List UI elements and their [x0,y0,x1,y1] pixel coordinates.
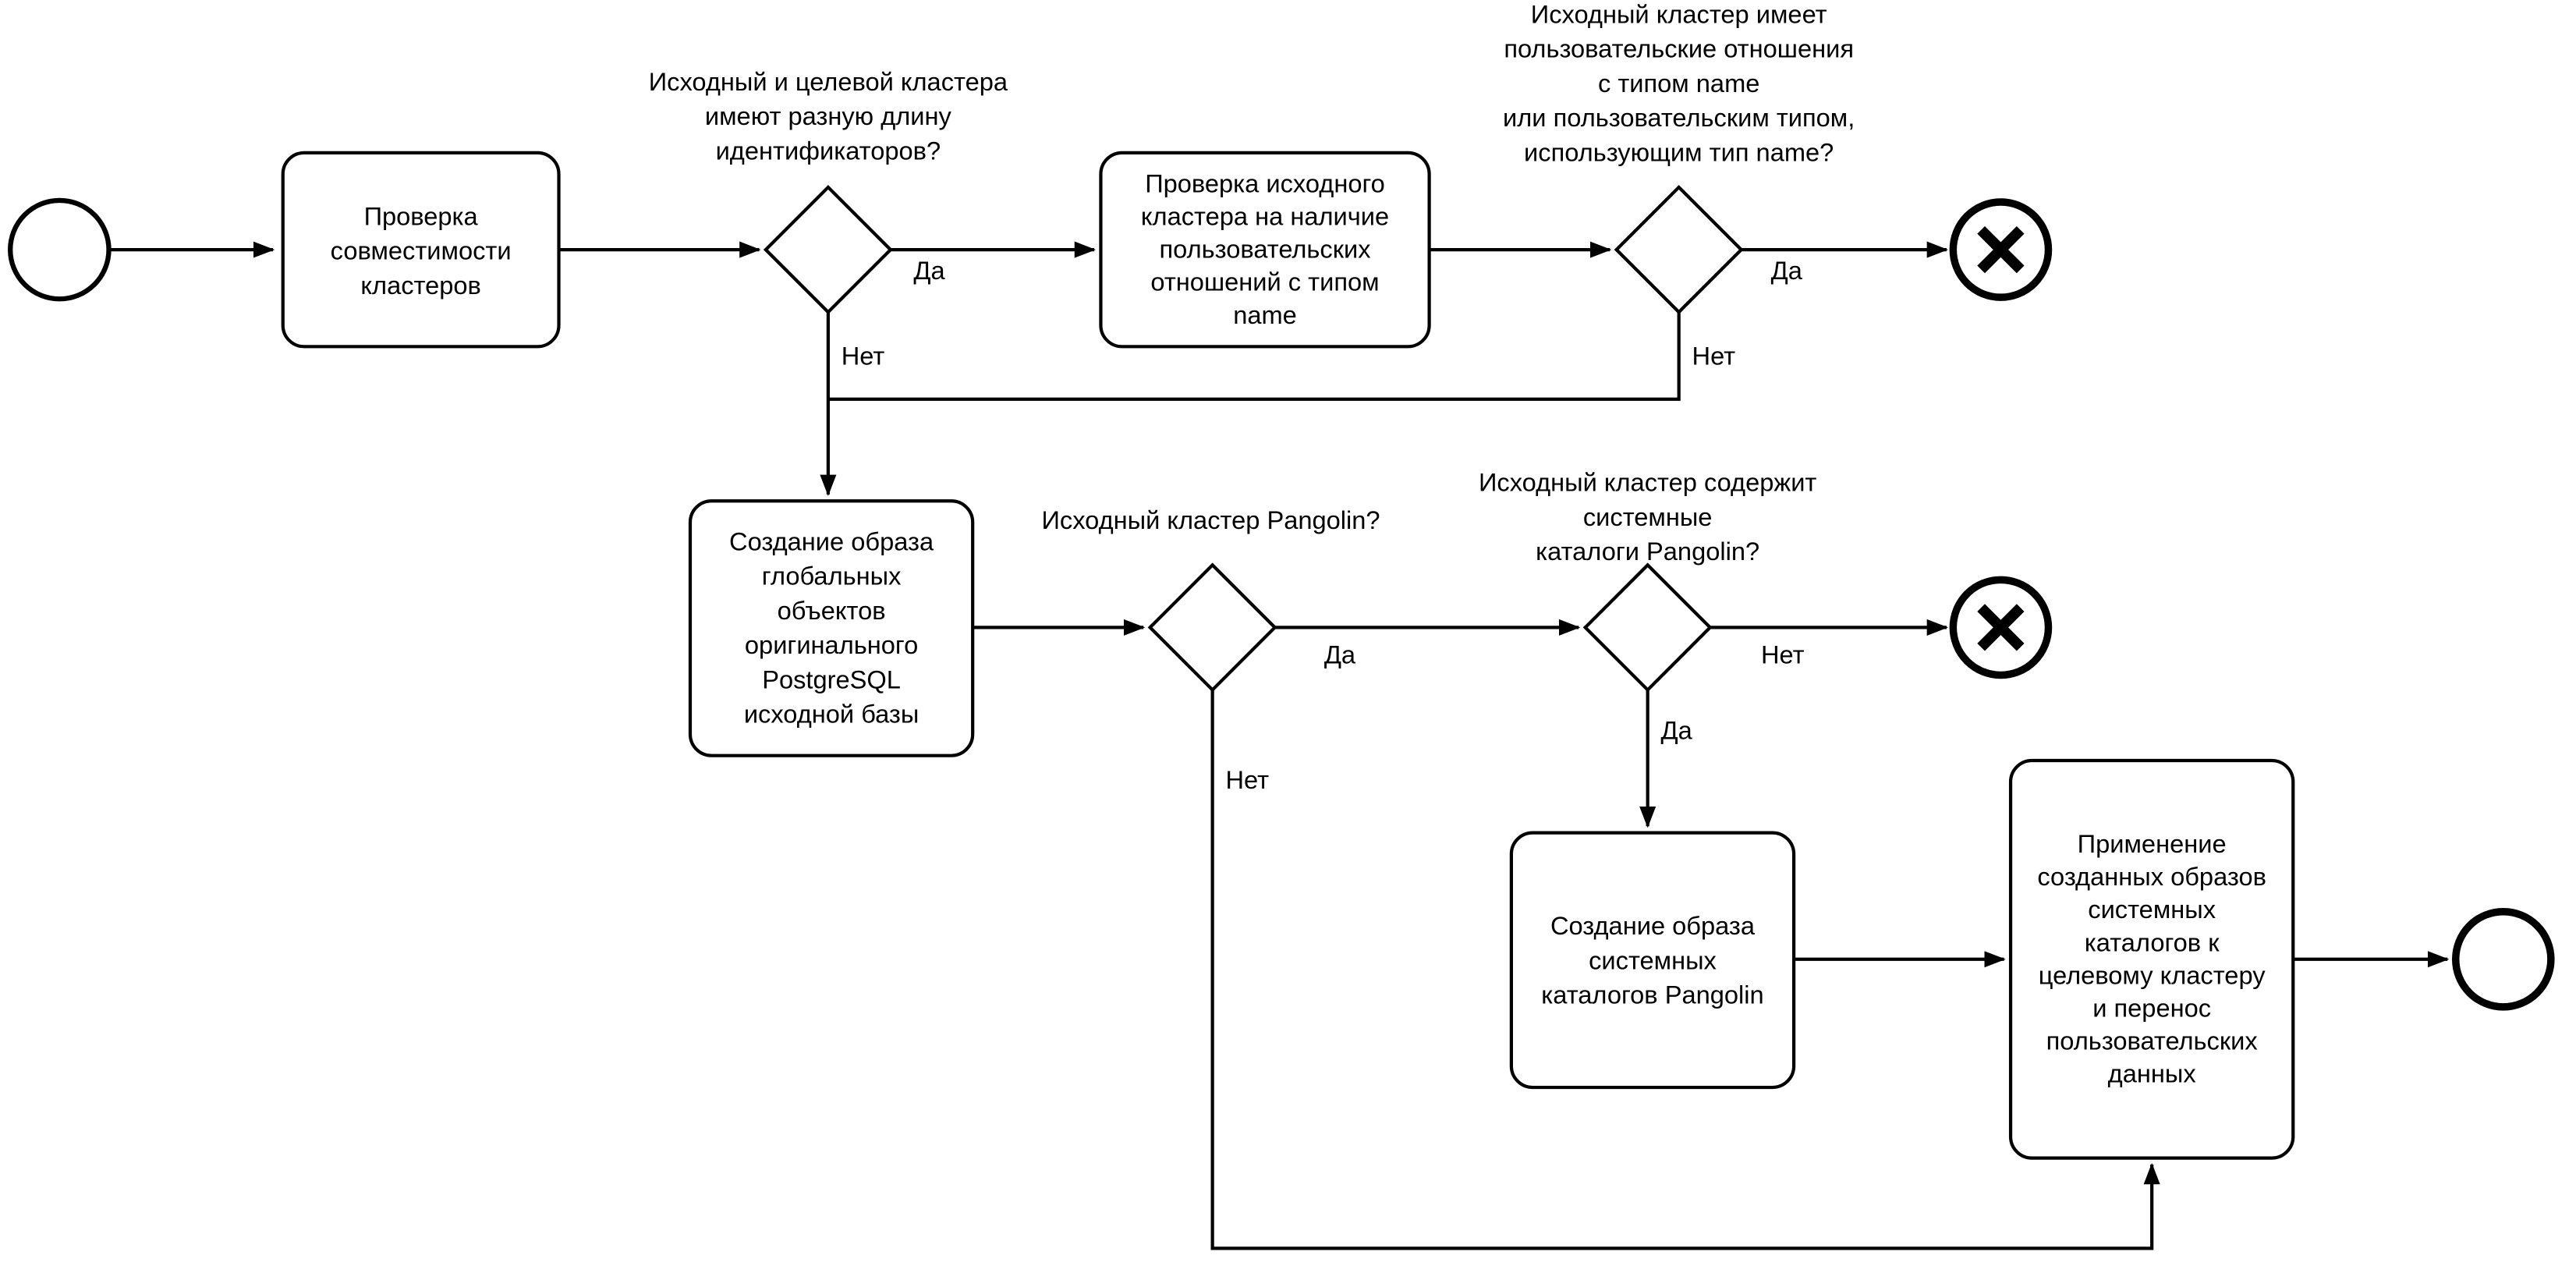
edge-label-no-name-relations: Нет [1692,341,1736,370]
x-icon [1977,604,2025,651]
edge-label-yes-name-relations: Да [1771,256,1803,285]
task-box [1099,151,1431,349]
edge-label-yes-catalogs: Да [1661,716,1693,745]
sequence-flows [110,241,2450,1250]
gateway-source-is-pangolin: Исходный кластер Pangolin? [1041,505,1380,693]
task-box [1509,831,1796,1090]
edge-label-no-catalogs: Нет [1761,640,1805,669]
start-event-circle [8,197,112,302]
edge-label-yes-pangolin: Да [1324,640,1356,669]
edge-label-yes-id-length: Да [913,256,945,285]
gateway-question: Исходный кластер Pangolin? [1041,505,1380,534]
cancel-end-event-top [1949,198,2053,301]
cancel-end-event-middle [1949,576,2053,679]
gateway-diamond [1147,562,1277,693]
x-icon [1977,225,2025,274]
start-event [8,197,112,302]
gateway-diamond [763,185,893,315]
gateway-diamond [1582,562,1713,693]
edge-label-no-pangolin: Нет [1225,765,1269,794]
edge-label-no-id-length: Нет [842,341,885,370]
end-event [2451,907,2555,1011]
gateway-diamond [1614,185,1744,315]
edge-gateway-name-relations-no [827,312,1681,401]
edge-gateway-pangolin-no-return [1210,690,2160,1250]
task-box [2008,758,2295,1160]
end-event-circle [2451,907,2555,1011]
task-box [688,499,975,757]
edge-labels: Да Нет Да Нет Да Нет Нет Да [842,256,1805,794]
task-box [281,151,561,349]
